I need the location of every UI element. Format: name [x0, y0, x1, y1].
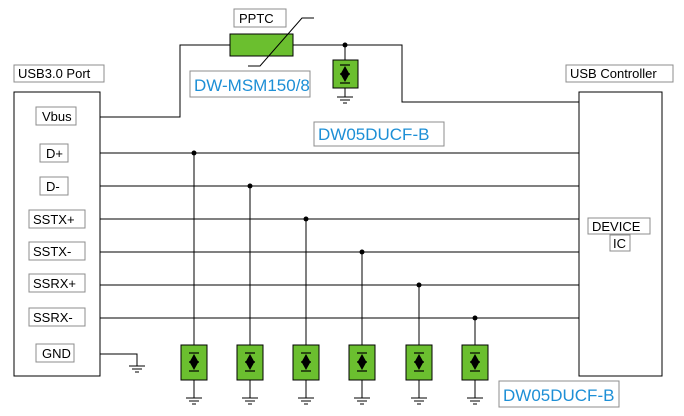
- device-ic-box-line2: [609, 234, 631, 252]
- device-ic-label-line2: IC: [613, 236, 626, 251]
- pptc-part-number: DW-MSM150/8: [194, 76, 310, 95]
- data-tvs-part-number: DW05DUCF-B: [503, 386, 614, 405]
- tvs-dplus-ground-icon: [185, 397, 203, 405]
- pin-ssrx-minus: SSRX-: [28, 307, 86, 327]
- pin-label-vbus: Vbus: [42, 109, 72, 124]
- pin-label-sstx-plus: SSTX+: [33, 212, 75, 227]
- tvs-sstx-minus-ground-icon: [353, 397, 371, 405]
- tvs-sstx-minus: [348, 249, 376, 405]
- vbus-tvs-part-number: DW05DUCF-B: [318, 125, 429, 144]
- pin-ssrx-plus: SSRX+: [28, 273, 86, 293]
- usb-port-title: USB3.0 Port: [18, 66, 91, 81]
- usb-port-title-box: [13, 64, 105, 83]
- controller-title: USB Controller: [570, 66, 657, 81]
- vbus-tvs-ground-icon: [336, 96, 354, 104]
- pptc-label-box: [233, 8, 287, 28]
- gnd-pin-wire: [100, 353, 138, 366]
- pin-dplus: D+: [39, 143, 69, 163]
- pptc-label: PPTC: [239, 11, 274, 26]
- tvs-dminus: [236, 183, 264, 405]
- tvs-dminus-ground-icon: [241, 397, 259, 405]
- pin-vbus: Vbus: [35, 106, 77, 126]
- data-tvs-part-box: [498, 380, 620, 408]
- vbus-wire: [100, 44, 230, 118]
- tvs-ssrx-plus: [405, 282, 433, 405]
- tvs-sstx-plus-ground-icon: [297, 397, 315, 405]
- tvs-ssrx-minus-ground-icon: [466, 397, 484, 405]
- tvs-ssrx-plus-ground-icon: [410, 397, 428, 405]
- usb-port-body: [13, 91, 101, 377]
- pin-label-ssrx-minus: SSRX-: [33, 310, 73, 325]
- pin-label-dplus: D+: [46, 146, 63, 161]
- gnd-pin-ground-icon: [128, 365, 146, 373]
- tvs-sstx-plus: [292, 216, 320, 405]
- tvs-dplus: [180, 150, 208, 405]
- pptc-slash: [248, 17, 314, 67]
- pin-label-sstx-minus: SSTX-: [33, 244, 71, 259]
- pin-gnd: GND: [35, 343, 75, 363]
- pptc-fuse: [229, 33, 294, 57]
- pin-label-dminus: D-: [46, 179, 60, 194]
- pptc-part-box: [189, 70, 311, 98]
- pin-sstx-plus: SSTX+: [28, 209, 86, 229]
- device-ic-label-line1: DEVICE: [592, 219, 641, 234]
- controller-title-box: [565, 64, 674, 83]
- pin-dminus: D-: [39, 176, 69, 196]
- pin-label-ssrx-plus: SSRX+: [33, 276, 76, 291]
- pin-label-gnd: GND: [42, 346, 71, 361]
- tvs-ssrx-minus: [461, 315, 489, 405]
- pin-sstx-minus: SSTX-: [28, 241, 86, 261]
- device-ic-box-line1: [587, 217, 651, 235]
- vbus-tvs-part-box: [313, 121, 445, 147]
